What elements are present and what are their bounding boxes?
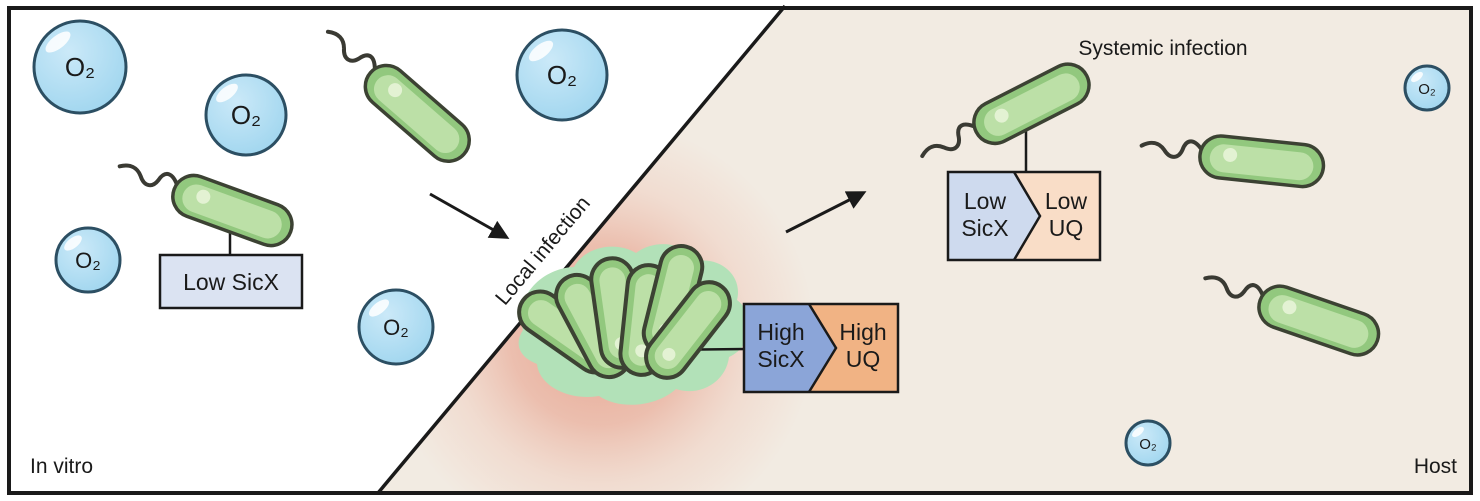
oxygen-bubble: O₂ — [515, 28, 609, 122]
high-sicx-line1: High — [757, 319, 804, 345]
host-region: High SicX High UQ Low SicX Low UQ O — [508, 37, 1457, 478]
label-box-low-sicx-uq: Low SicX Low UQ — [946, 170, 1102, 262]
low-sicx-label: Low SicX — [183, 269, 279, 295]
low-sicx-line1: Low — [964, 188, 1007, 214]
high-sicx-line2: SicX — [757, 346, 804, 372]
oxygen-bubble: O₂ — [357, 288, 435, 366]
o2-label: O₂ — [231, 100, 261, 130]
oxygen-bubble: O₂ — [54, 226, 122, 294]
frame-border — [7, 6, 1473, 495]
o2-label: O₂ — [383, 315, 409, 340]
low-sicx-panel — [948, 172, 1040, 260]
bubble-gloss — [216, 83, 238, 103]
low-uq-line1: Low — [1045, 188, 1088, 214]
high-uq-line1: High — [839, 319, 886, 345]
bubble-gloss — [64, 235, 82, 251]
in-vitro-label: In vitro — [30, 455, 93, 478]
bubble-gloss — [1132, 426, 1144, 438]
in-vitro-region: O₂ O₂ O₂ O₂ O₂ Low SicX — [30, 16, 609, 478]
bubble-gloss — [1411, 71, 1423, 83]
diagonal-divider — [376, 4, 787, 495]
oxygen-bubble: O₂ — [1124, 419, 1172, 467]
high-uq-line2: UQ — [846, 346, 881, 372]
o2-label: O₂ — [65, 52, 95, 82]
label-box-low-sicx: Low SicX — [158, 253, 304, 310]
systemic-infection-label: Systemic infection — [1078, 37, 1247, 60]
o2-label: O₂ — [1418, 81, 1436, 98]
chevron-divider — [807, 303, 838, 393]
bubble-gloss — [528, 40, 554, 62]
arrow-to-systemic-infection — [785, 191, 867, 234]
bacteria-cluster — [508, 239, 750, 405]
high-sicx-panel — [744, 304, 836, 392]
bubble-gloss — [45, 31, 71, 53]
bubble-gloss — [368, 299, 390, 317]
label-box-high-sicx-uq: High SicX High UQ — [742, 302, 900, 394]
background-regions — [9, 8, 1471, 493]
o2-label: O₂ — [1139, 436, 1157, 453]
low-sicx-line2: SicX — [961, 215, 1008, 241]
host-label: Host — [1414, 455, 1457, 478]
chevron-divider — [1012, 171, 1042, 261]
o2-label: O₂ — [547, 60, 577, 90]
o2-label: O₂ — [75, 248, 101, 273]
oxygen-bubble: O₂ — [1403, 64, 1451, 112]
low-uq-line2: UQ — [1049, 215, 1084, 241]
arrow-to-local-infection — [429, 192, 510, 239]
in-vitro-region-background — [9, 8, 786, 491]
oxygen-bubble: O₂ — [32, 19, 128, 115]
oxygen-bubble: O₂ — [204, 73, 288, 157]
